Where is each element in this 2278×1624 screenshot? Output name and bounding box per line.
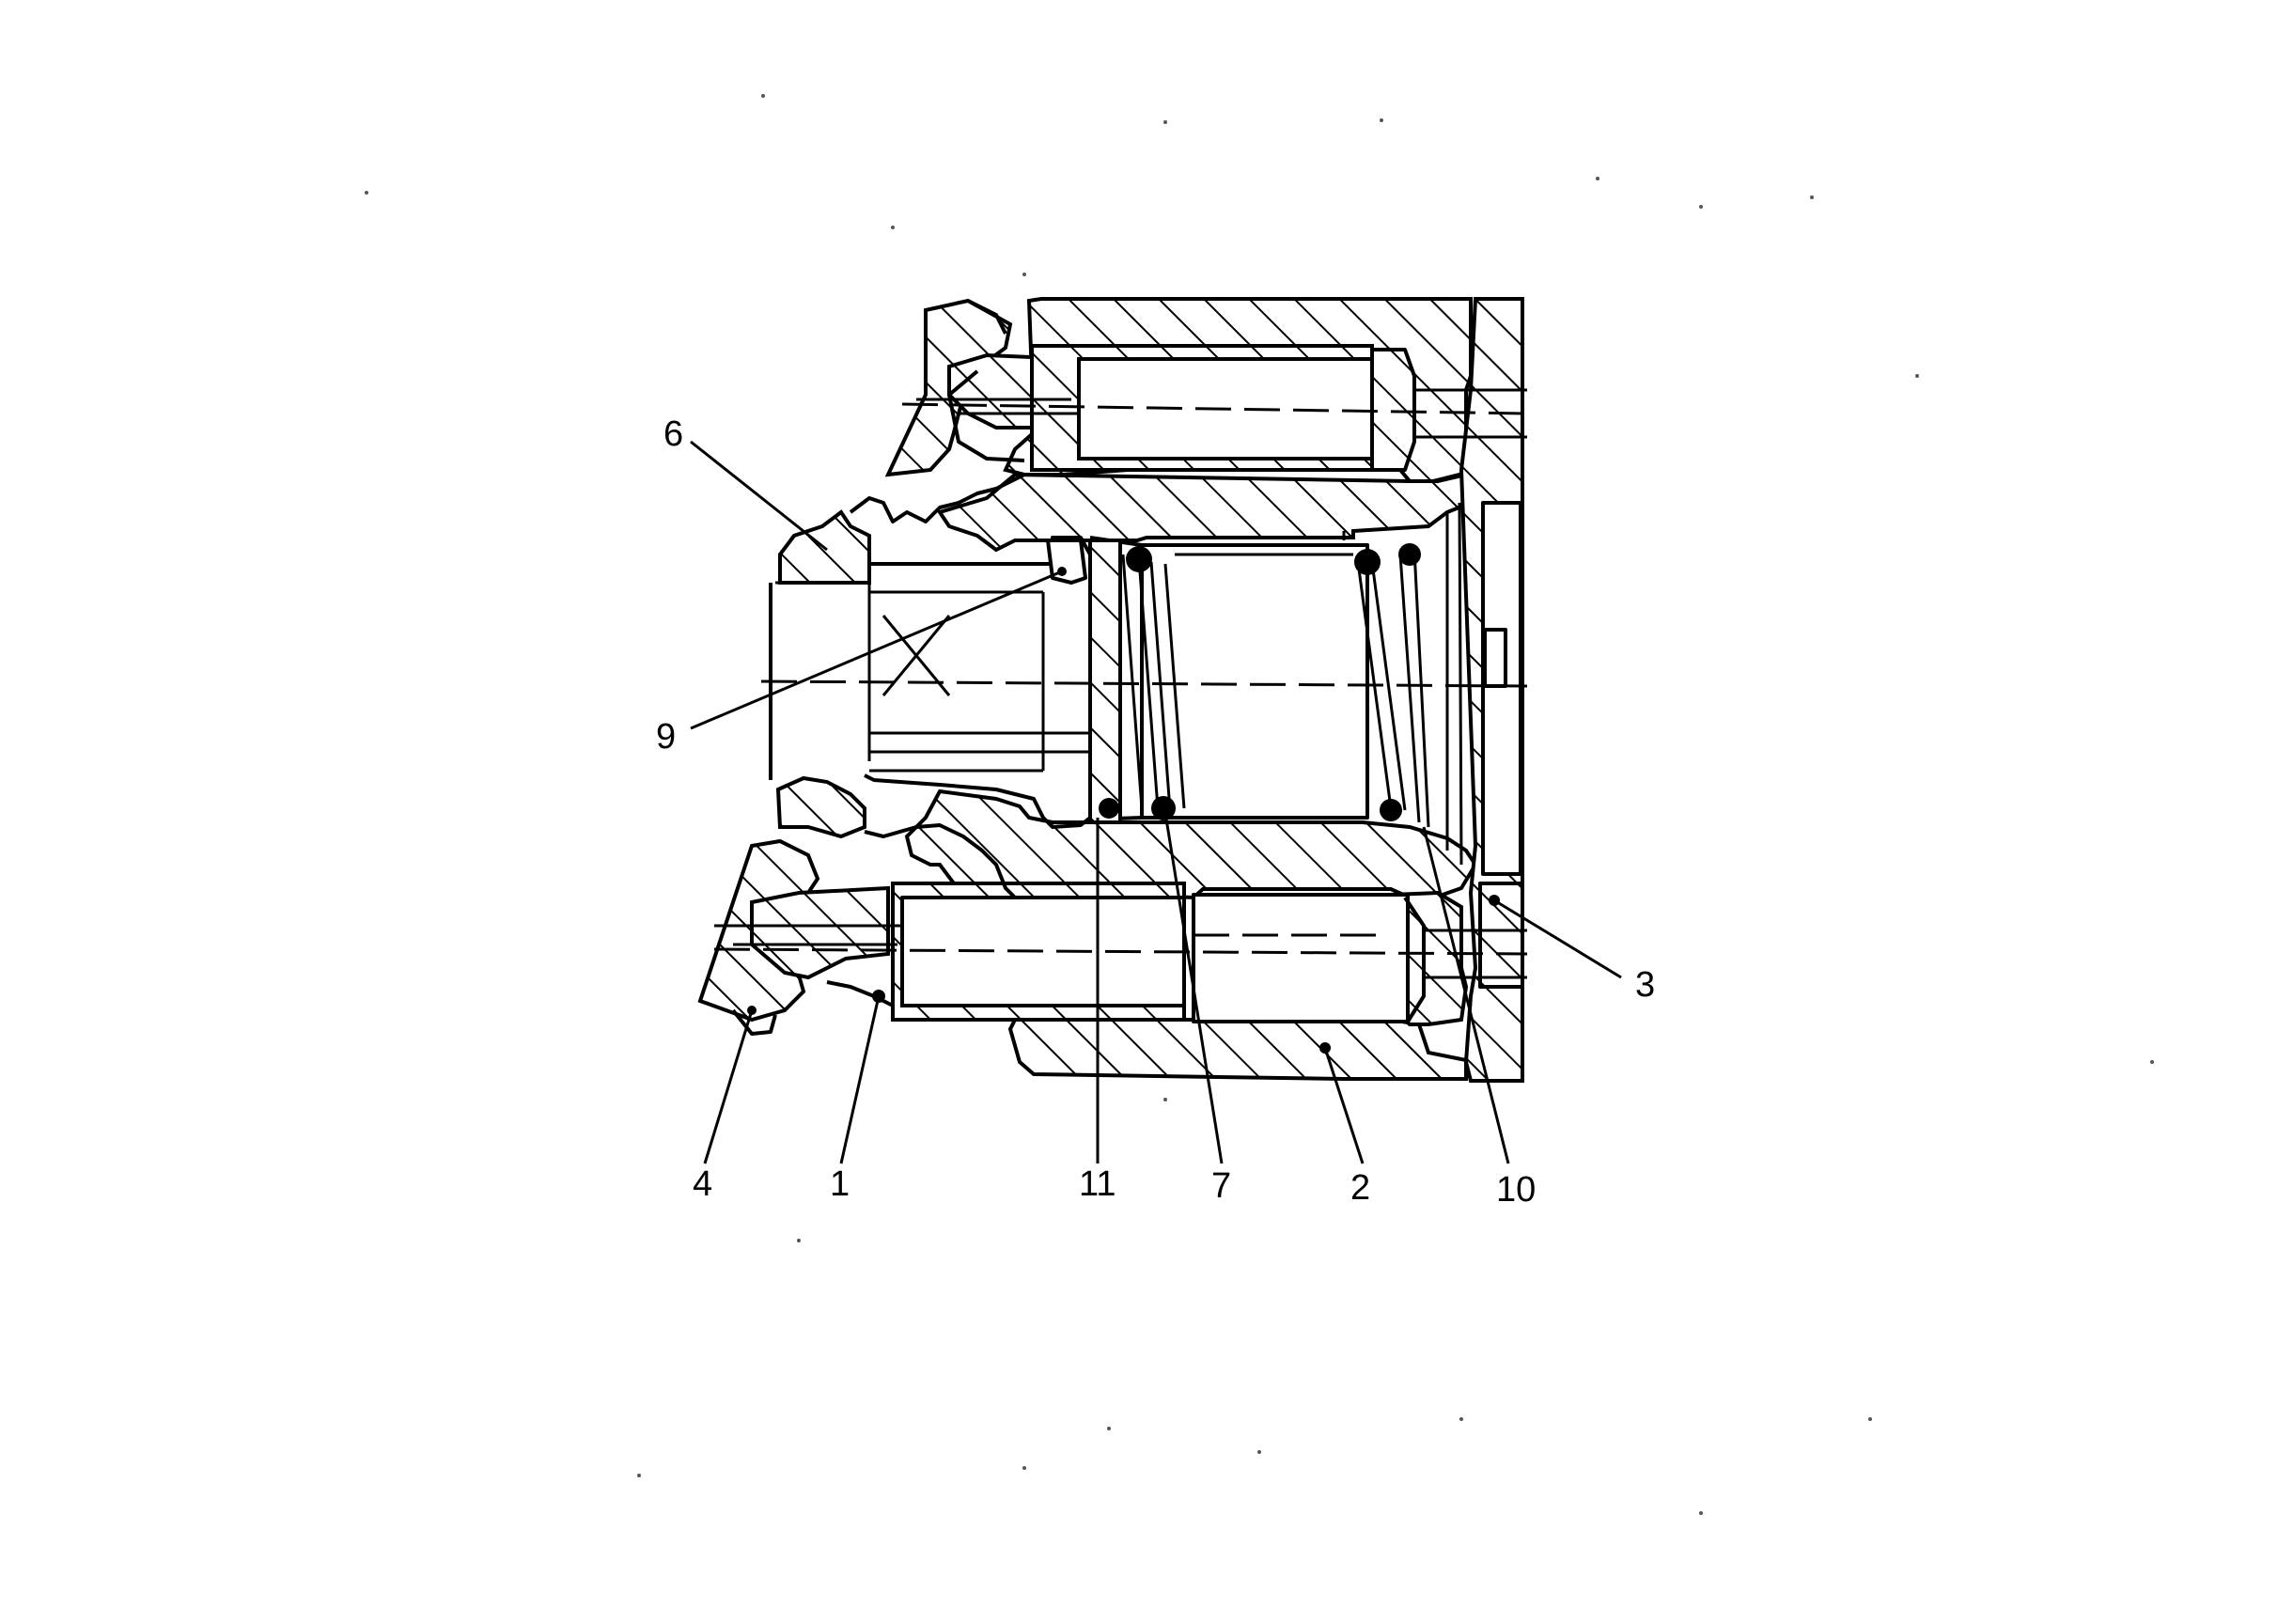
leader-7 <box>1163 812 1224 1164</box>
leader-1 <box>839 995 881 1164</box>
label-9: 9 <box>656 717 676 757</box>
dot-1 <box>872 990 885 1003</box>
end-cover <box>1459 297 1524 1083</box>
label-1: 1 <box>830 1164 850 1204</box>
leader-3 <box>1493 898 1622 979</box>
leaders <box>690 440 1622 1164</box>
callout-labels: 6 9 3 4 1 11 7 2 10 <box>656 414 1655 1210</box>
leader-6 <box>690 440 828 552</box>
label-3: 3 <box>1635 965 1655 1005</box>
leader-10 <box>1422 826 1510 1164</box>
bottom-piston-head <box>697 838 902 1036</box>
label-2: 2 <box>1350 1168 1370 1208</box>
label-4: 4 <box>693 1164 712 1204</box>
label-11: 11 <box>1079 1164 1116 1204</box>
leader-4 <box>703 1009 754 1164</box>
label-6: 6 <box>663 414 683 454</box>
top-piston-head <box>884 298 1079 477</box>
dot-4 <box>747 1006 757 1015</box>
dot-2 <box>1319 1042 1331 1054</box>
label-7: 7 <box>1211 1166 1231 1206</box>
leader-2 <box>1323 1047 1365 1164</box>
spring-chamber <box>1088 502 1463 866</box>
leader-9 <box>690 570 1063 730</box>
label-10: 10 <box>1496 1170 1536 1210</box>
scan-specks <box>365 94 2154 1515</box>
dot-3 <box>1489 895 1500 906</box>
center-lines <box>713 402 1528 956</box>
dot-9 <box>1057 567 1067 576</box>
